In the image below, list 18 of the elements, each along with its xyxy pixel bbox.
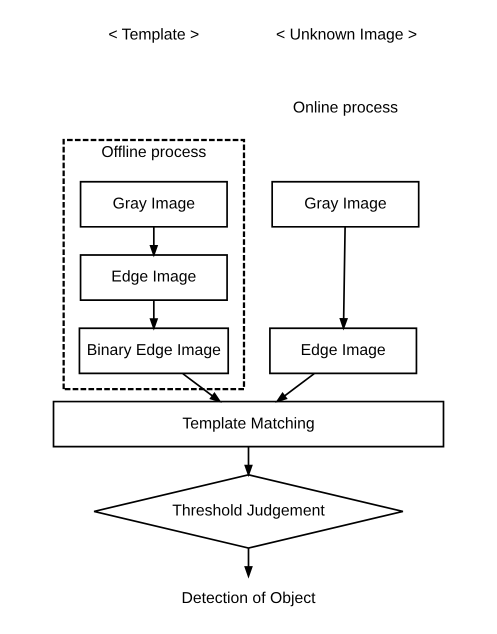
node-box: Edge Image xyxy=(80,254,228,301)
node-box: Gray Image xyxy=(80,180,228,228)
arrow xyxy=(275,372,315,403)
label: < Template > xyxy=(108,26,200,44)
node-text: Detection of Object xyxy=(181,590,316,607)
node-box: Gray Image xyxy=(271,180,420,228)
arrow xyxy=(244,548,253,579)
label: < Unknown Image > xyxy=(276,26,418,44)
arrow xyxy=(149,227,158,258)
node-diamond: Threshold Judgement xyxy=(93,474,404,549)
arrow xyxy=(244,446,253,478)
node-box: Edge Image xyxy=(269,327,418,374)
node-box: Template Matching xyxy=(52,400,444,448)
label: Online process xyxy=(292,100,398,117)
node-box: Binary Edge Image xyxy=(78,327,230,374)
arrow xyxy=(339,227,348,330)
arrow xyxy=(182,372,222,403)
arrow xyxy=(149,300,158,331)
